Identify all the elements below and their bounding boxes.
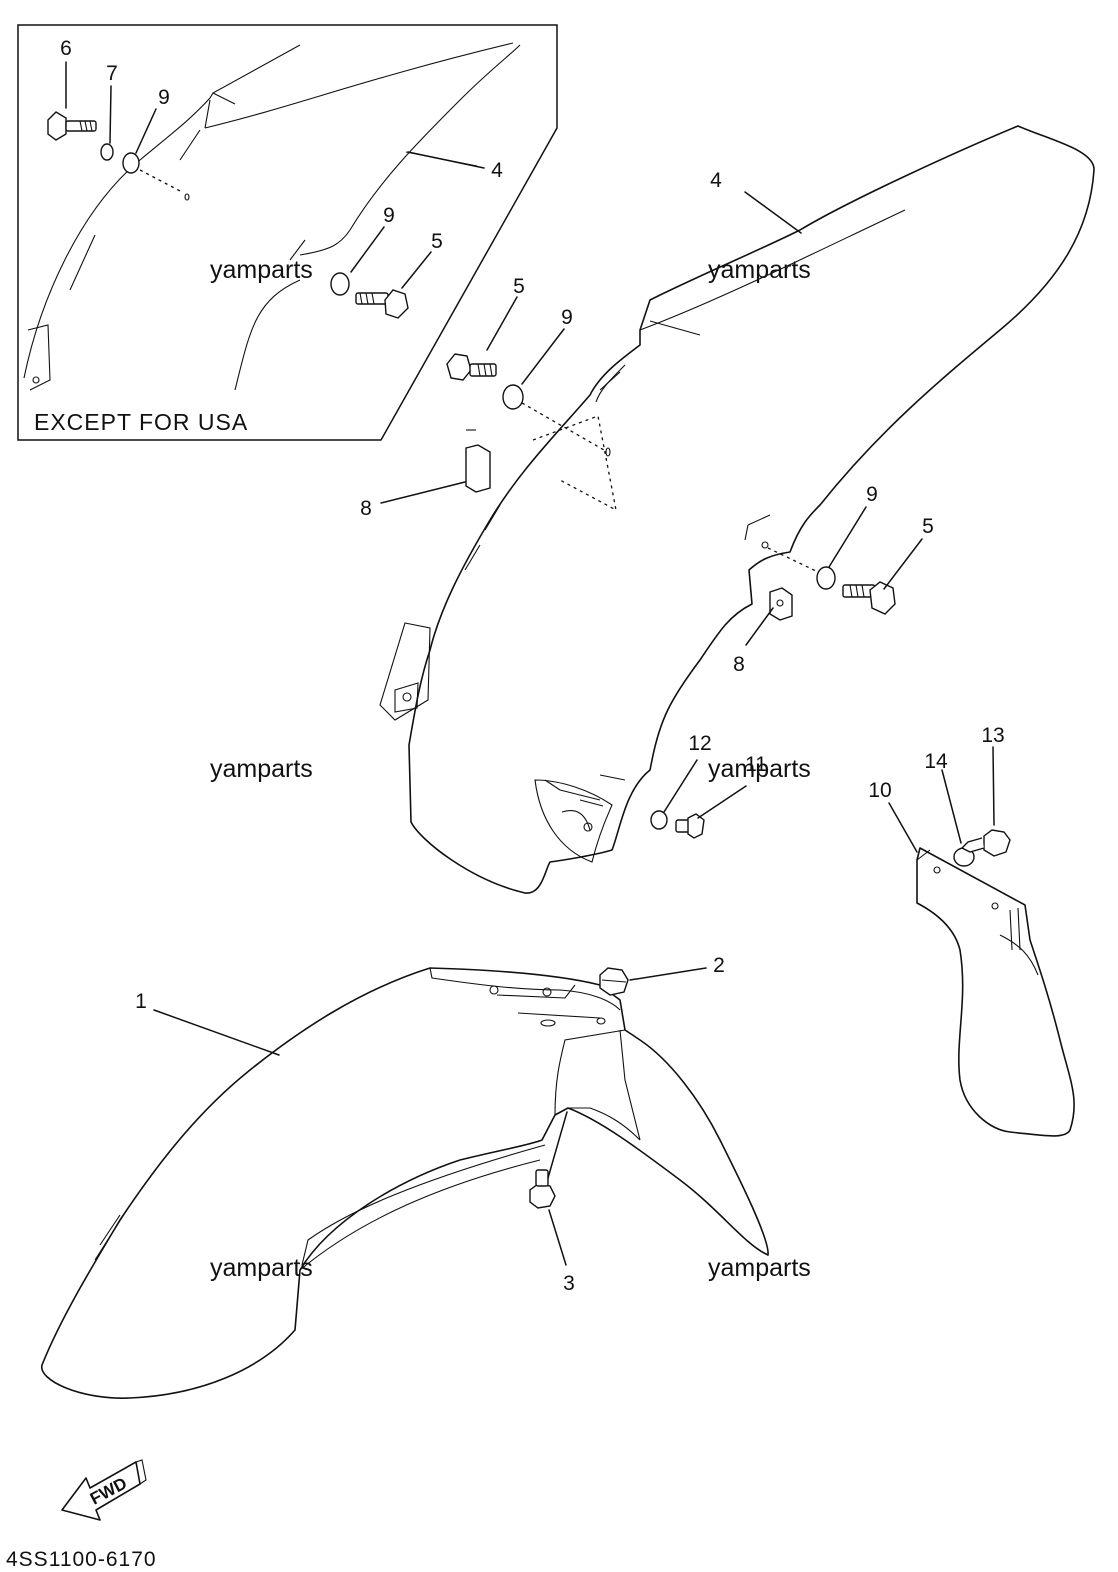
callout-9-left: 9 xyxy=(561,306,573,329)
watermark: yamparts xyxy=(210,256,313,284)
inset-callout-6: 6 xyxy=(60,37,72,60)
inset-collar-9b xyxy=(330,272,350,296)
front-fender-1 xyxy=(41,967,769,1399)
callout-5-left: 5 xyxy=(513,275,525,298)
inset-callout-7: 7 xyxy=(106,62,118,85)
rear-fender-4 xyxy=(379,125,1095,894)
diagram-code: 4SS1100-6170 xyxy=(6,1548,157,1571)
inset-title: EXCEPT FOR USA xyxy=(34,409,248,435)
watermark: yamparts xyxy=(708,256,811,284)
watermark: yamparts xyxy=(210,1254,313,1282)
callout-5-right: 5 xyxy=(922,515,934,538)
callout-9-right: 9 xyxy=(866,483,878,506)
inset-except-usa xyxy=(17,24,558,441)
screw-11 xyxy=(675,813,705,839)
inset-callout-9b: 9 xyxy=(383,204,395,227)
fwd-arrow-icon: FWD xyxy=(61,1459,147,1521)
callout-10: 10 xyxy=(868,779,891,802)
inset-callout-5: 5 xyxy=(431,230,443,253)
screw-13 xyxy=(960,829,1011,857)
collar-9-left xyxy=(502,384,524,410)
watermark: yamparts xyxy=(210,755,313,783)
collar-9-right xyxy=(816,566,836,590)
inset-callout-9: 9 xyxy=(158,86,170,109)
callout-8-left: 8 xyxy=(360,497,372,520)
callout-2: 2 xyxy=(713,954,725,977)
callout-8-right: 8 xyxy=(733,653,745,676)
nut-2 xyxy=(599,967,629,996)
bolt-3 xyxy=(529,1169,556,1209)
inset-callout-4: 4 xyxy=(491,159,503,182)
inset-bolt-5 xyxy=(355,289,409,319)
bolt-5-right xyxy=(842,581,896,615)
callout-12: 12 xyxy=(688,732,711,755)
watermark: yamparts xyxy=(708,1254,811,1282)
collar-12 xyxy=(650,810,668,830)
nut-8-right xyxy=(769,587,793,621)
callout-3: 3 xyxy=(563,1272,575,1295)
callout-11: 11 xyxy=(745,753,767,776)
callout-4: 4 xyxy=(710,169,722,192)
callout-1: 1 xyxy=(135,990,147,1013)
inset-bolt-6 xyxy=(47,111,97,141)
mud-flap-10 xyxy=(916,847,1075,1137)
watermark: yamparts xyxy=(708,755,811,783)
callout-14: 14 xyxy=(924,750,948,773)
bolt-5-left xyxy=(446,353,497,381)
inset-washer-7 xyxy=(100,143,114,161)
nut-8-left xyxy=(465,429,491,493)
inset-collar-9 xyxy=(122,152,140,174)
callout-13: 13 xyxy=(981,724,1004,747)
